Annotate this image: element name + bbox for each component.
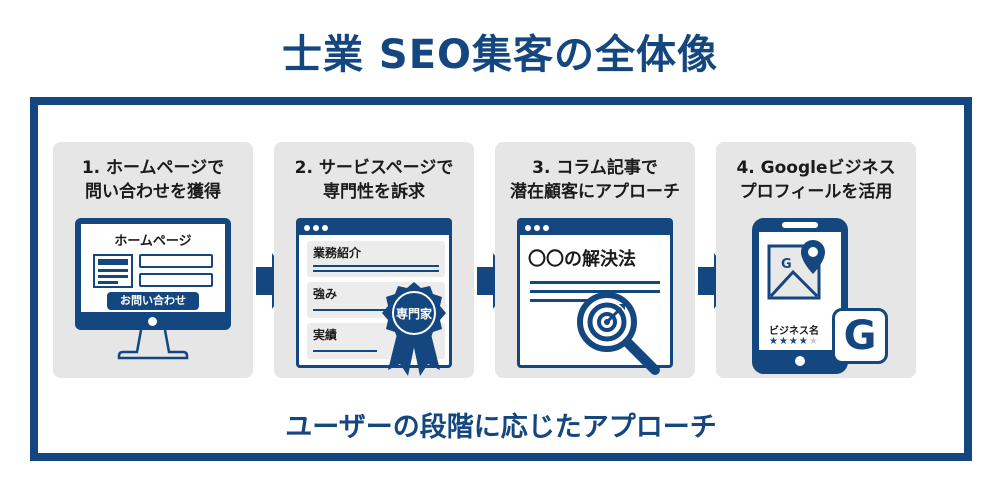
service-row: 業務紹介 [307, 241, 445, 277]
step-title-line1: 1. ホームページで [81, 158, 225, 178]
google-logo-icon: G [832, 308, 888, 364]
caption: ユーザーの段階に応じたアプローチ [285, 412, 717, 443]
step-title: 3. コラム記事で 潜在顧客にアプローチ [495, 156, 695, 204]
contact-button: お問い合わせ [107, 292, 199, 310]
step-title-line1: 4. Googleビジネス [736, 158, 896, 178]
step-title-line2: 問い合わせを獲得 [85, 182, 221, 202]
rating-stars: ★★★★★ [769, 336, 819, 347]
home-button [795, 356, 805, 366]
step-panel-google-business: 4. Googleビジネス プロフィールを活用 G ビジネス名 ★★★★★ G [716, 142, 916, 378]
step-title-line2: プロフィールを活用 [739, 182, 893, 202]
form-field [139, 254, 213, 268]
step-title-line2: 専門性を訴求 [323, 182, 425, 202]
smartphone-icon: G ビジネス名 ★★★★★ [752, 218, 848, 374]
step-panel-column-article: 3. コラム記事で 潜在顧客にアプローチ 〇〇の解決法 [495, 142, 695, 378]
map-pin-icon: G [767, 240, 825, 300]
form-field [139, 273, 213, 287]
phone-screen: G ビジネス名 ★★★★★ [759, 232, 841, 350]
expert-badge-icon: 専門家 [382, 282, 446, 376]
power-dot [148, 317, 157, 326]
step-title-line2: 潜在顧客にアプローチ [510, 182, 680, 202]
step-panel-homepage: 1. ホームページで 問い合わせを獲得 ホームページ お問い合わせ [53, 142, 253, 378]
browser-window-icon: 業務紹介 強み 実績 [296, 218, 452, 368]
step-title: 2. サービスページで 専門性を訴求 [274, 156, 474, 204]
magnifier-target-icon [577, 292, 660, 375]
article-title: 〇〇の解決法 [528, 249, 636, 270]
svg-text:G: G [781, 257, 792, 272]
image-placeholder-icon [93, 254, 133, 288]
browser-window-icon: 〇〇の解決法 [517, 218, 673, 368]
step-title: 1. ホームページで 問い合わせを獲得 [53, 156, 253, 204]
monitor-icon: ホームページ お問い合わせ [75, 218, 231, 330]
overview-frame: 1. ホームページで 問い合わせを獲得 ホームページ お問い合わせ [30, 97, 972, 461]
step-panel-service-page: 2. サービスページで 専門性を訴求 業務紹介 強み 実績 専門家 [274, 142, 474, 378]
monitor-screen: ホームページ お問い合わせ [81, 224, 225, 312]
step-title: 4. Googleビジネス プロフィールを活用 [716, 156, 916, 204]
step-title-line1: 2. サービスページで [294, 158, 454, 178]
homepage-label: ホームページ [114, 234, 192, 249]
business-name: ビジネス名 [769, 326, 819, 337]
svg-text:専門家: 専門家 [396, 306, 433, 321]
step-title-line1: 3. コラム記事で [532, 158, 658, 178]
page-title: 士業 SEO集客の全体像 [281, 32, 719, 78]
monitor-stand-icon [117, 330, 189, 360]
